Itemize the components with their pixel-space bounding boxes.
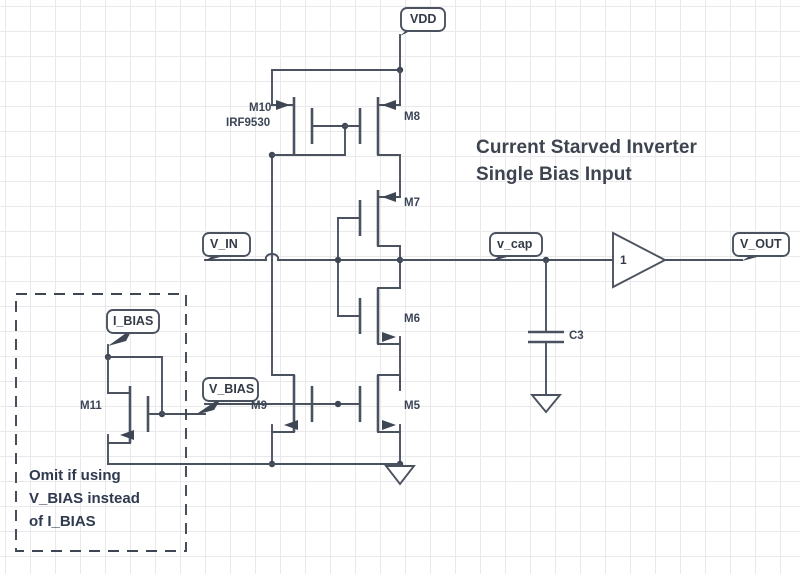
transistor-m11 [104,344,206,465]
device-label-m11: M11 [80,400,102,412]
transistor-m7 [337,189,401,261]
device-label-m5: M5 [404,400,420,412]
flag-v-bias[interactable] [195,377,259,415]
note-line-3: of I_BIAS [29,513,96,530]
device-label-m6: M6 [404,313,420,325]
flag-v-out[interactable] [732,232,790,261]
device-label-c3: C3 [569,330,584,342]
flag-label-v-bias: V_BIAS [209,382,255,396]
transistor-m9 [204,259,314,468]
capacitor-c3 [528,330,564,414]
flag-label-vdd: VDD [410,12,437,26]
flag-label-v-cap: v_cap [497,237,533,251]
transistor-m10 [268,69,349,261]
flag-label-v-out: V_OUT [740,237,782,251]
flag-label-v-in: V_IN [210,237,238,251]
note-line-2: V_BIAS instead [29,490,140,507]
device-label-m7: M7 [404,197,420,209]
device-label-m8: M8 [404,111,420,123]
device-label-m9: M9 [251,400,267,412]
flag-v-cap[interactable] [489,232,543,261]
vcap-wire [399,256,614,331]
buffer-amplifier [612,231,743,289]
device-label-m10: M10 [249,102,272,114]
transistor-m5 [311,374,416,486]
flag-v-in[interactable] [202,232,251,261]
vdd-rail [271,34,404,74]
flag-i-bias[interactable] [106,309,160,346]
flag-vdd[interactable] [400,7,446,36]
input-signal-wire [204,253,404,264]
buffer-gain-label: 1 [620,253,627,267]
title-line-1: Current Starved Inverter [476,137,697,158]
transistor-m6 [337,259,401,391]
device-label-m10-part: IRF9530 [226,117,271,129]
title-line-2: Single Bias Input [476,164,632,185]
omit-dashed-box [15,293,187,552]
flag-label-i-bias: I_BIAS [113,314,154,328]
transistor-m8 [344,69,401,191]
note-line-1: Omit if using [29,467,121,484]
